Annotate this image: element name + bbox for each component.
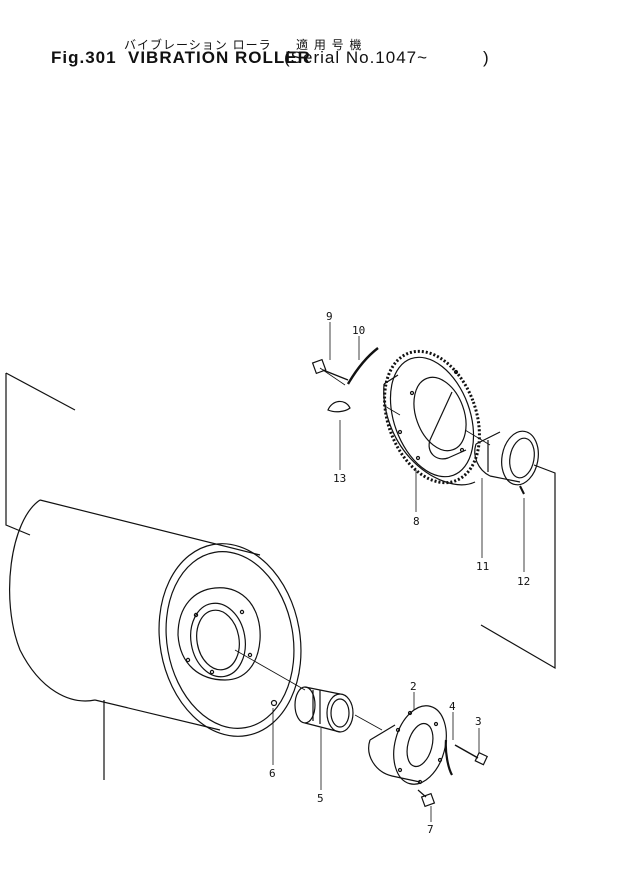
callout-3: 3: [475, 715, 482, 728]
callout-5: 5: [317, 792, 324, 805]
flange-housing-part-2: [368, 705, 447, 785]
callout-7: 7: [427, 823, 434, 836]
lock-plate-part-10: [346, 347, 379, 385]
callout-10: 10: [352, 324, 365, 337]
serial-range: (Serial No.1047~: [284, 48, 429, 67]
lock-plate-part-4: [444, 739, 453, 776]
frame-line-left: [5, 373, 31, 536]
bearing-part-11: [474, 430, 539, 486]
frame-line-right: [480, 464, 556, 670]
part-title: VIBRATION ROLLER: [128, 48, 311, 67]
bolt-part-3: [454, 744, 489, 766]
serial-close-paren: ): [483, 48, 490, 67]
gear-part-8: [383, 349, 481, 486]
callout-9: 9: [326, 310, 333, 323]
callout-4: 4: [449, 700, 456, 713]
frame-line-top-left: [5, 372, 76, 411]
callout-2: 2: [410, 680, 417, 693]
bolt-part-7: [417, 789, 436, 808]
japanese-title: バイブレーション ローラ: [124, 38, 272, 52]
callout-11: 11: [476, 560, 489, 573]
callout-12: 12: [517, 575, 530, 588]
vibration-roller-drum: [8, 499, 302, 737]
callout-8: 8: [413, 515, 420, 528]
pin-part-6: [270, 699, 278, 707]
washer-part-13: [327, 400, 351, 413]
pin-part-12: [519, 485, 525, 495]
japanese-serial-label: 適 用 号 機: [296, 38, 363, 52]
callout-6: 6: [269, 767, 276, 780]
callout-13: 13: [333, 472, 346, 485]
bolt-part-9: [311, 358, 349, 381]
bearing-part-5: [294, 686, 354, 733]
figure-number: Fig.301: [51, 48, 117, 67]
